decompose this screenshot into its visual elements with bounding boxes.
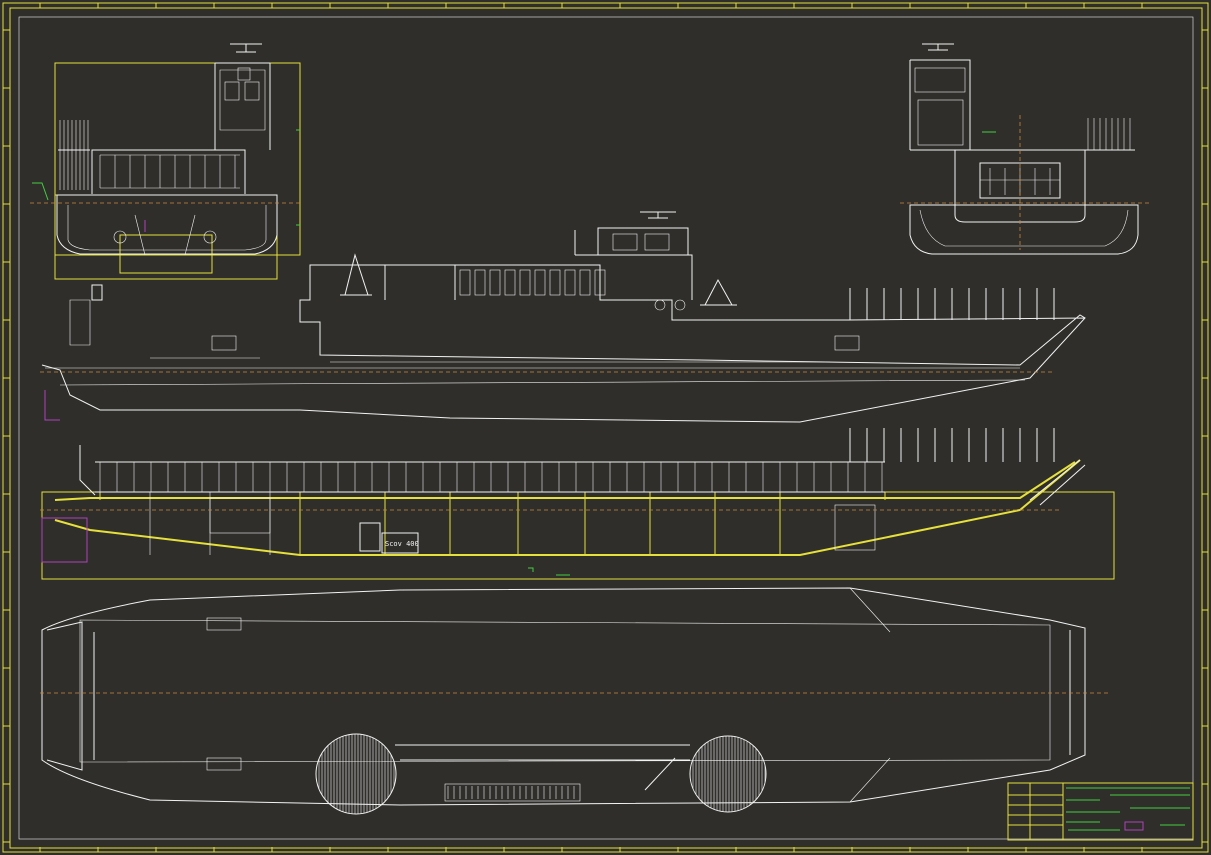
radar-icon	[922, 43, 954, 51]
engine-label: Scov 400	[385, 540, 419, 548]
title-block	[1007, 782, 1194, 841]
propeller-icon	[113, 230, 217, 244]
deck-plan	[40, 587, 1110, 815]
longitudinal-section: Scov 400	[40, 428, 1115, 580]
radar-icon	[640, 211, 676, 219]
stern-section-view	[900, 43, 1150, 255]
bow-section-view	[30, 43, 301, 280]
radar-icon	[230, 43, 262, 53]
propeller-icon	[315, 733, 767, 815]
crane-icon	[340, 253, 737, 306]
side-elevation	[40, 211, 1086, 423]
